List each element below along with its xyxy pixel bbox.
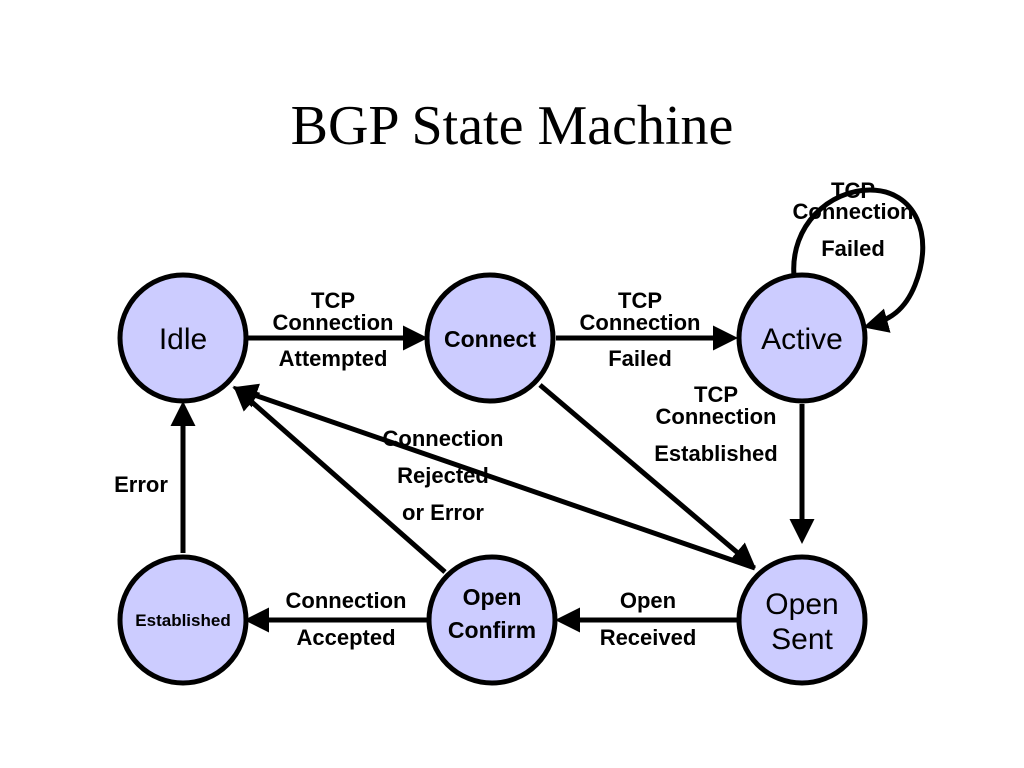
state-established-label: Established bbox=[135, 611, 230, 630]
label-established-to-idle: Error bbox=[114, 472, 168, 497]
label-line: Connection bbox=[793, 199, 914, 224]
state-idle-label: Idle bbox=[159, 323, 207, 356]
state-connect-label: Connect bbox=[444, 326, 536, 352]
label-connect-to-active: TCP Connection Failed bbox=[580, 288, 701, 371]
label-line: Established bbox=[654, 441, 777, 466]
label-line: TCP bbox=[831, 178, 875, 203]
edge-connect-to-open-sent bbox=[538, 383, 756, 569]
label-line: Received bbox=[600, 625, 697, 650]
label-line: TCP bbox=[694, 382, 738, 407]
label-line: Connection bbox=[383, 426, 504, 451]
label-open-confirm-to-established: Connection Accepted bbox=[286, 588, 407, 650]
label-active-to-open-sent: TCP Connection Established bbox=[654, 382, 777, 466]
state-active: Active bbox=[736, 272, 868, 404]
state-open-confirm: Open Confirm bbox=[426, 554, 558, 686]
label-line: TCP bbox=[311, 288, 355, 313]
state-established: Established bbox=[117, 554, 249, 686]
label-line: Connection bbox=[656, 404, 777, 429]
state-connect: Connect bbox=[424, 272, 556, 404]
label-line: Rejected bbox=[397, 463, 489, 488]
label-line: Error bbox=[114, 472, 168, 497]
page-title: BGP State Machine bbox=[290, 95, 734, 157]
label-line: TCP bbox=[618, 288, 662, 313]
edge-open-confirm-to-idle bbox=[233, 385, 447, 574]
edge-open-sent-to-idle bbox=[232, 383, 756, 571]
state-open-sent-line-1: Open bbox=[765, 588, 838, 621]
state-idle: Idle bbox=[117, 272, 249, 404]
label-line: Failed bbox=[608, 346, 672, 371]
label-line: Connection bbox=[580, 310, 701, 335]
label-line: Connection bbox=[273, 310, 394, 335]
state-active-label: Active bbox=[761, 323, 843, 356]
state-open-confirm-line-2: Confirm bbox=[448, 617, 536, 643]
label-line: Failed bbox=[821, 236, 885, 261]
label-idle-to-connect: TCP Connection Attempted bbox=[273, 288, 394, 371]
label-line: Open bbox=[620, 588, 676, 613]
state-open-sent-line-2: Sent bbox=[771, 623, 833, 656]
label-line: Attempted bbox=[279, 346, 388, 371]
label-active-self: TCP Connection Failed bbox=[793, 178, 914, 261]
state-open-confirm-line-1: Open bbox=[463, 584, 522, 610]
label-line: Connection bbox=[286, 588, 407, 613]
state-open-sent: Open Sent bbox=[736, 554, 868, 686]
label-line: or Error bbox=[402, 500, 484, 525]
label-to-idle-rejected: Connection Rejected or Error bbox=[383, 426, 504, 525]
label-open-sent-to-open-confirm: Open Received bbox=[600, 588, 697, 650]
edge-active-self-loop bbox=[791, 187, 926, 333]
label-line: Accepted bbox=[296, 625, 395, 650]
